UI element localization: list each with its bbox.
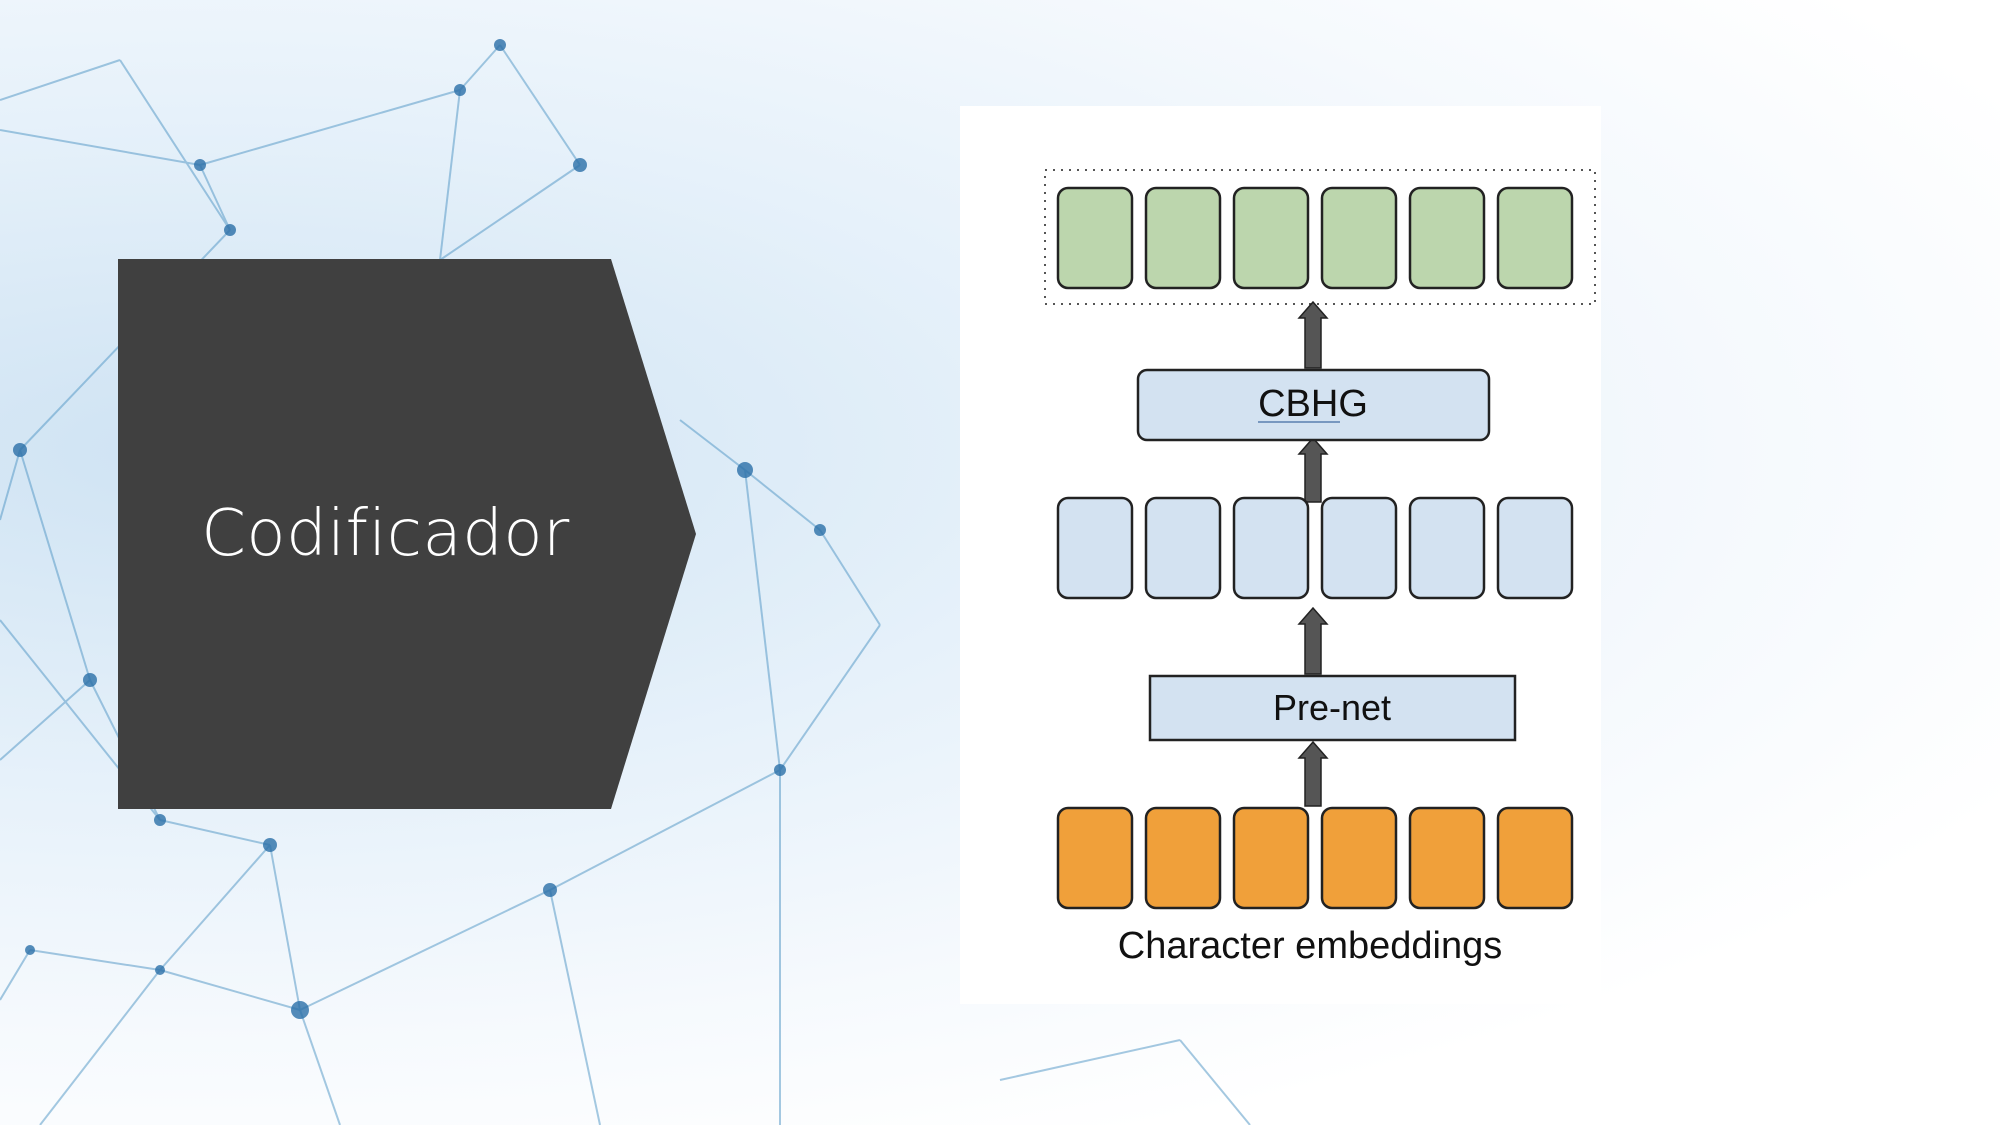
encoder-output-cell (1320, 186, 1398, 290)
prenet-output-cell (1408, 496, 1486, 600)
prenet-output-cell (1320, 496, 1398, 600)
character-embedding-cell (1408, 806, 1486, 910)
encoder-output-cell (1496, 186, 1574, 290)
encoder-diagram: CBHG Pre-net Character embeddings (960, 106, 1601, 1004)
prenet-output-cell (1144, 496, 1222, 600)
flow-arrow (1297, 436, 1329, 503)
title-chevron-shape (118, 259, 696, 809)
flow-arrow (1297, 300, 1329, 369)
encoder-output-row (1056, 186, 1574, 290)
flow-arrows (1297, 300, 1329, 807)
encoder-output-cell (1232, 186, 1310, 290)
character-embedding-cell (1144, 806, 1222, 910)
character-embedding-cell (1232, 806, 1310, 910)
slide-title: Codificador (201, 497, 570, 571)
prenet-output-cell (1496, 496, 1574, 600)
character-embedding-cell (1056, 806, 1134, 910)
prenet-output-cell (1056, 496, 1134, 600)
prenet-output-cell (1232, 496, 1310, 600)
flow-arrow (1297, 740, 1329, 807)
character-embedding-cell (1320, 806, 1398, 910)
top-row-frame (1044, 169, 1596, 305)
prenet-block (1148, 674, 1517, 742)
character-embedding-cell (1496, 806, 1574, 910)
flow-arrow (1297, 606, 1329, 675)
cbhg-label: CBHG (1258, 383, 1368, 425)
prenet-label: Pre-net (1273, 687, 1391, 728)
prenet-output-row (1056, 496, 1574, 600)
cbhg-block (1136, 368, 1491, 442)
character-embeddings-row (1056, 806, 1574, 910)
encoder-output-cell (1408, 186, 1486, 290)
encoder-output-cell (1056, 186, 1134, 290)
diagram-caption: Character embeddings (1118, 925, 1502, 967)
encoder-output-cell (1144, 186, 1222, 290)
